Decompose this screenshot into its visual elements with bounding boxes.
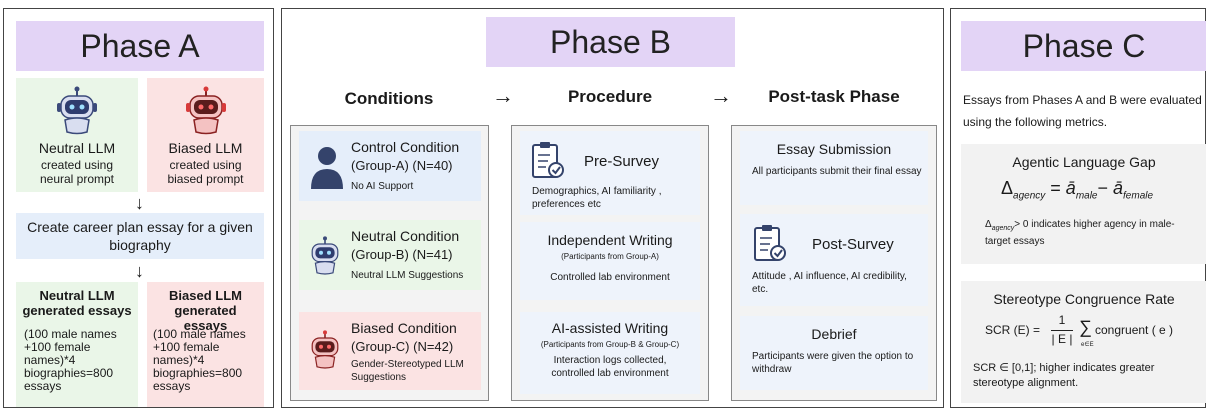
biased-output-title: Biased LLM generated essays	[169, 288, 242, 333]
neutral-condition-group: (Group-B) (N=41)	[351, 247, 453, 262]
scr-lhs: SCR (E) =	[985, 323, 1041, 337]
post-survey-card: Post-Survey Attitude , AI influence, AI …	[740, 214, 928, 306]
clipboard-check-icon	[532, 142, 564, 178]
biased-llm-desc: created using biased prompt	[167, 158, 244, 186]
independent-writing-sub: (Participants from Group-A)	[561, 252, 659, 261]
scr-rhs: congruent ( e )	[1095, 323, 1174, 337]
task-box: Create career plan essay for a given bio…	[16, 213, 264, 259]
note-text: > 0 indicates higher agency in male-targ…	[985, 219, 1175, 247]
neutral-output-card: Neutral LLM generated essays (100 male n…	[16, 282, 138, 407]
female-subscript: female	[1123, 190, 1154, 202]
post-survey-desc: Attitude , AI influence, AI credibility,…	[752, 271, 907, 295]
task-text: Create career plan essay for a given bio…	[27, 219, 253, 253]
down-arrow-1-icon: ↓	[135, 193, 144, 213]
neutral-output-desc: (100 male names +100 female names)*4 bio…	[24, 327, 117, 393]
agentic-gap-formula: Δagency = āmale− āfemale	[1001, 178, 1153, 202]
right-arrow-2-icon: →	[710, 83, 732, 108]
agentic-gap-card: Agentic Language Gap Δagency = āmale− āf…	[961, 144, 1206, 264]
a-female: ā	[1113, 178, 1124, 198]
biased-llm-name: Biased LLM	[168, 140, 243, 156]
delta-symbol: Δ	[1001, 178, 1014, 198]
conditions-header: Conditions	[344, 89, 434, 108]
independent-writing-card: Independent Writing (Participants from G…	[520, 222, 700, 300]
control-condition-group: (Group-A) (N=40)	[351, 158, 453, 173]
biased-condition-group: (Group-C) (N=42)	[351, 339, 454, 354]
independent-writing-desc: Controlled lab environment	[550, 272, 670, 283]
neutral-llm-name: Neutral LLM	[38, 140, 116, 156]
scr-note: SCR ∈ [0,1]; higher indicates greater st…	[973, 362, 1155, 389]
biased-output-desc: (100 male names +100 female names)*4 bio…	[153, 327, 246, 393]
debrief-card: Debrief Participants were given the opti…	[740, 316, 928, 390]
phase-a-title: Phase A	[16, 21, 264, 71]
note-agency-subscript: agency	[991, 225, 1015, 232]
ai-assisted-writing-title: AI-assisted Writing	[551, 320, 669, 336]
agentic-gap-note: Δagency> 0 indicates higher agency in ma…	[985, 218, 1195, 248]
phase-c-intro: Essays from Phases A and B were evaluate…	[963, 93, 1202, 129]
right-arrow-1-icon: →	[492, 83, 514, 108]
phase-b-title: Phase B	[486, 17, 735, 67]
biased-output-card: Biased LLM generated essays (100 male na…	[147, 282, 264, 407]
male-subscript: male	[1075, 190, 1098, 202]
conditions-column: Control Condition (Group-A) (N=40) No AI…	[290, 125, 489, 401]
essay-submission-title: Essay Submission	[776, 141, 892, 157]
pre-survey-title: Pre-Survey	[584, 153, 660, 170]
post-survey-title: Post-Survey	[812, 236, 894, 253]
scr-frac-num: 1	[1058, 313, 1066, 327]
neutral-condition-robot-icon	[311, 236, 339, 275]
neutral-llm-desc: created using neural prompt	[39, 158, 115, 186]
scr-frac-bar	[1051, 330, 1073, 331]
scr-frac-den: | E |	[1051, 332, 1073, 346]
biased-condition-desc: Gender-Stereotyped LLM Suggestions	[351, 359, 464, 383]
agentic-gap-title: Agentic Language Gap	[1012, 154, 1156, 170]
neutral-condition-title: Neutral Condition	[351, 228, 460, 244]
scr-sum-sub: e∈E	[1081, 342, 1094, 348]
neutral-condition-desc: Neutral LLM Suggestions	[351, 270, 464, 281]
post-task-column: Essay Submission All participants submit…	[731, 125, 937, 401]
minus-sign: −	[1097, 178, 1114, 198]
note-delta: Δ	[985, 219, 992, 230]
essay-submission-desc: All participants submit their final essa…	[752, 166, 922, 177]
control-condition-title: Control Condition	[351, 139, 460, 155]
ai-assisted-writing-desc: Interaction logs collected, controlled l…	[551, 355, 669, 379]
clipboard-check-icon	[754, 225, 786, 261]
pre-survey-card: Pre-Survey Demographics, AI familiarity …	[520, 131, 700, 215]
scr-sum: ∑	[1079, 317, 1092, 337]
neutral-llm-card: Neutral LLM created using neural prompt	[16, 78, 138, 192]
neutral-condition-card: Neutral Condition (Group-B) (N=41) Neutr…	[299, 220, 481, 290]
biased-condition-card: Biased Condition (Group-C) (N=42) Gender…	[299, 312, 481, 390]
phase-b-panel: Phase B Conditions → Procedure → Post-ta…	[281, 8, 944, 408]
biased-robot-icon	[186, 86, 226, 135]
biased-llm-card: Biased LLM created using biased prompt	[147, 78, 264, 192]
phase-c-panel: Phase C Essays from Phases A and B were …	[950, 8, 1206, 408]
agency-subscript: agency	[1013, 190, 1046, 202]
ai-assisted-writing-sub: (Participants from Group-B & Group-C)	[540, 340, 680, 349]
scr-card: Stereotype Congruence Rate SCR (E) = 1 |…	[961, 281, 1206, 403]
essay-submission-card: Essay Submission All participants submit…	[740, 131, 928, 205]
phase-a-panel: Phase A Neutral LLM created using neural…	[3, 8, 274, 408]
debrief-desc: Participants were given the option to wi…	[752, 351, 914, 375]
control-condition-card: Control Condition (Group-A) (N=40) No AI…	[299, 131, 481, 201]
pre-survey-desc: Demographics, AI familiarity , preferenc…	[532, 186, 662, 210]
scr-title: Stereotype Congruence Rate	[993, 291, 1175, 307]
biased-condition-robot-icon	[311, 330, 339, 369]
control-condition-desc: No AI Support	[351, 181, 414, 192]
procedure-column: Pre-Survey Demographics, AI familiarity …	[511, 125, 709, 401]
phase-c-title: Phase C	[961, 21, 1206, 71]
biased-condition-title: Biased Condition	[351, 320, 457, 336]
post-header: Post-task Phase	[768, 87, 900, 106]
down-arrow-2-icon: ↓	[135, 261, 144, 281]
neutral-robot-icon	[57, 86, 97, 135]
neutral-output-title: Neutral LLM generated essays	[22, 288, 132, 318]
equals-sign: =	[1045, 178, 1066, 198]
person-icon	[311, 147, 343, 189]
a-male: ā	[1065, 178, 1076, 198]
ai-assisted-writing-card: AI-assisted Writing (Participants from G…	[520, 312, 700, 394]
debrief-title: Debrief	[811, 326, 857, 342]
procedure-header: Procedure	[567, 87, 653, 106]
independent-writing-title: Independent Writing	[547, 232, 673, 248]
